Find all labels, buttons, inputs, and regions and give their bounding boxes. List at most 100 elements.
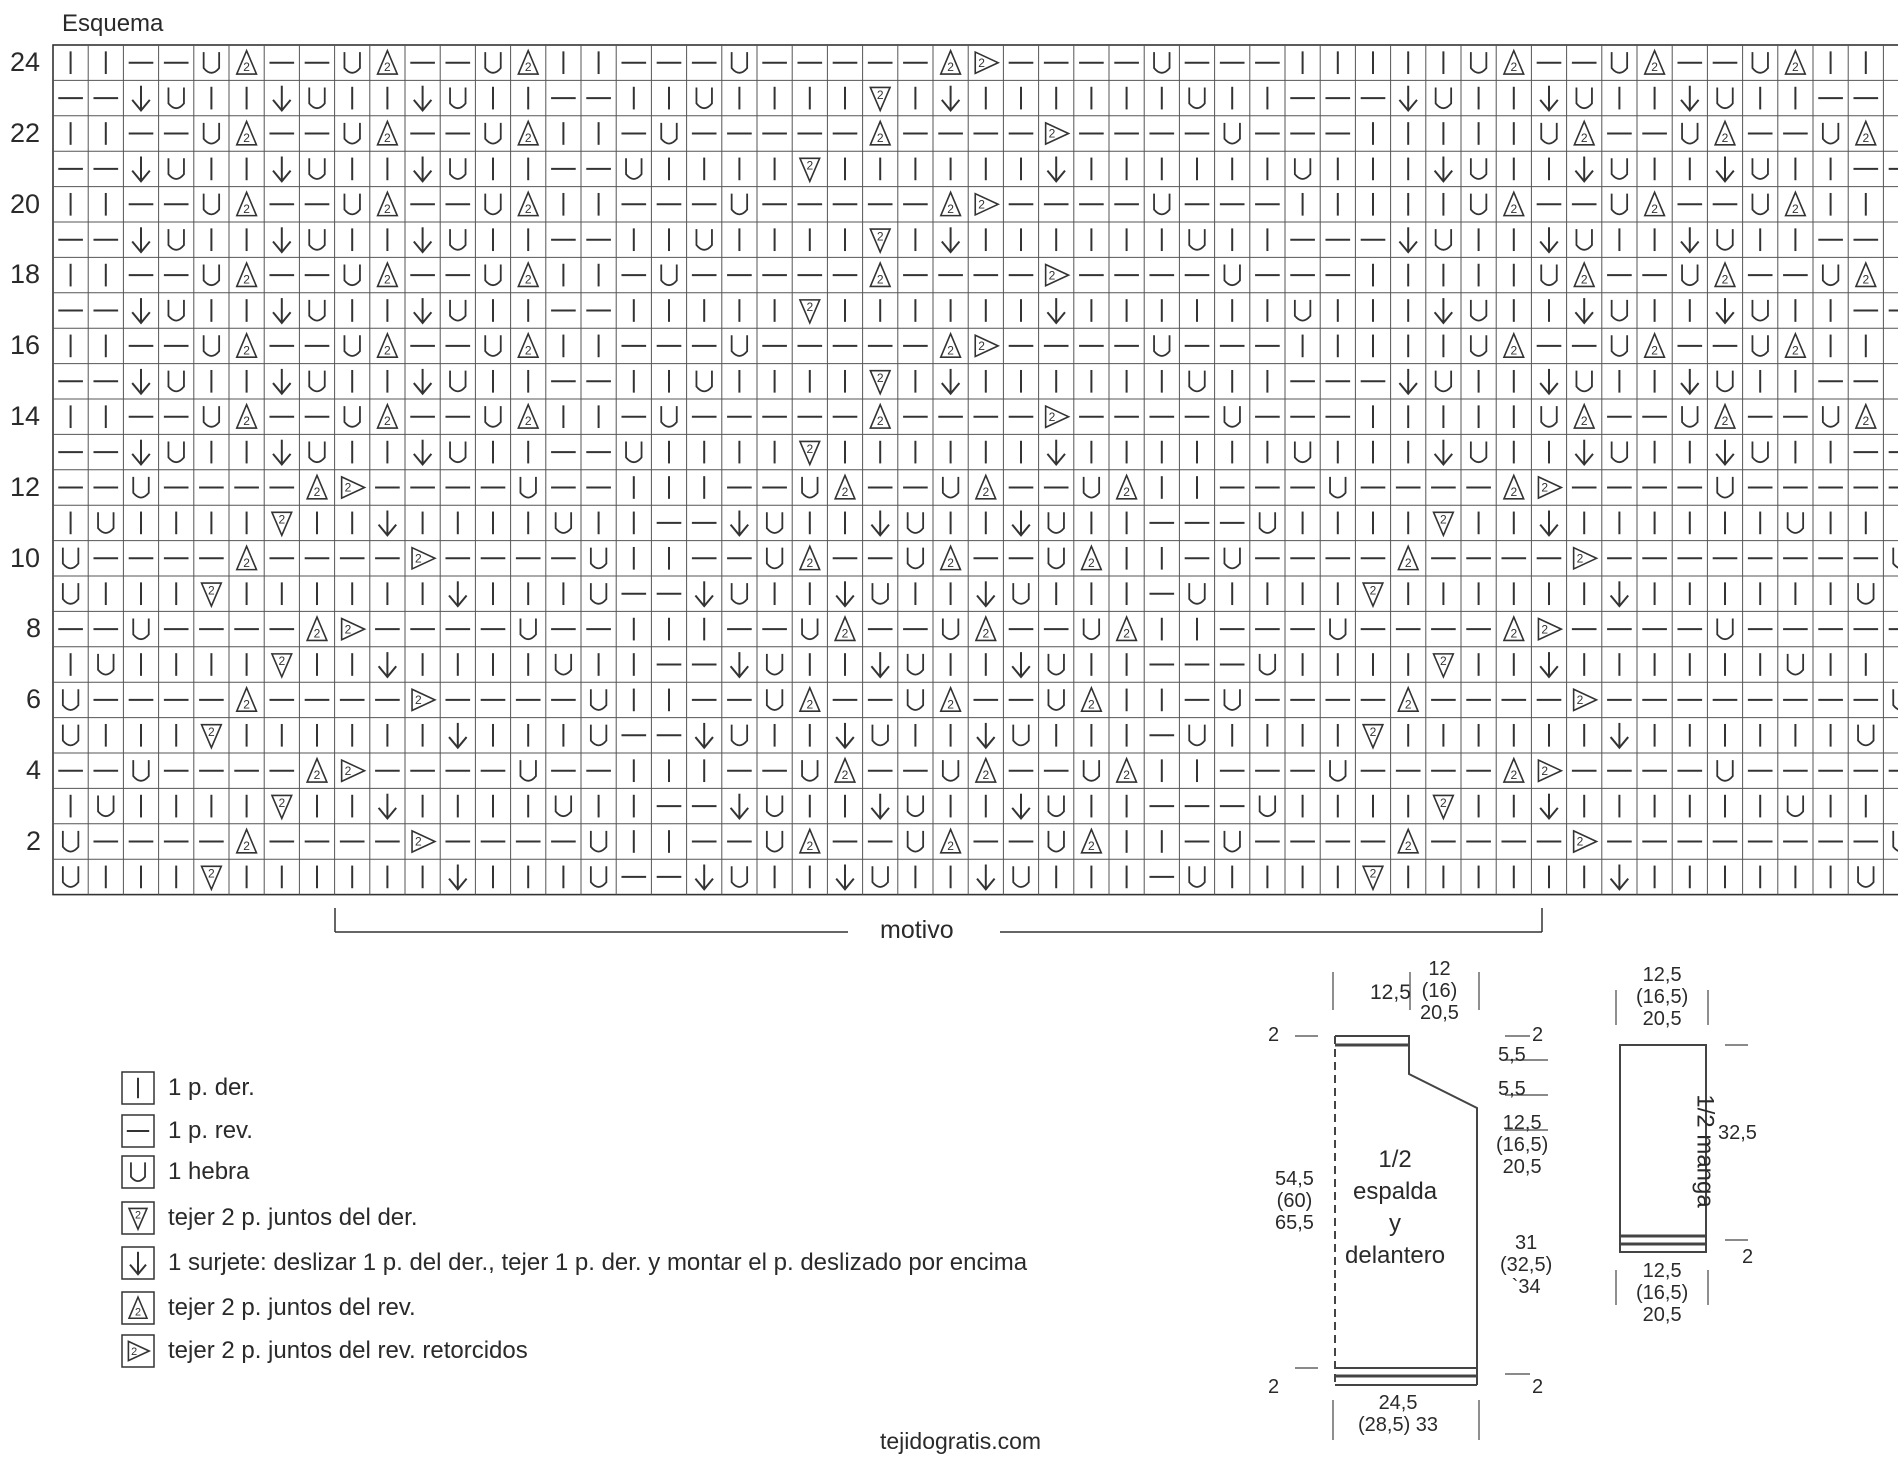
chart-cell: 2 bbox=[1502, 331, 1525, 359]
svg-text:2: 2 bbox=[208, 867, 215, 881]
chart-cell bbox=[449, 158, 467, 180]
chart-cell: 2 bbox=[1784, 48, 1807, 75]
chart-cell: 2 bbox=[1572, 829, 1599, 854]
chart-cell bbox=[1575, 87, 1593, 110]
chart-cell bbox=[1329, 760, 1347, 782]
svg-text:2: 2 bbox=[877, 229, 884, 243]
chart-cell bbox=[167, 158, 185, 180]
chart-cell bbox=[61, 583, 80, 605]
chart-cell bbox=[1047, 512, 1065, 534]
svg-text:2: 2 bbox=[806, 697, 813, 711]
chart-cell bbox=[1329, 476, 1347, 499]
chart-cell bbox=[413, 439, 433, 467]
svg-text:2: 2 bbox=[243, 202, 250, 216]
svg-text:2: 2 bbox=[947, 343, 954, 357]
chart-cell: 2 bbox=[1643, 190, 1666, 217]
legend-item: tejer 2 p. juntos del rev. bbox=[168, 1294, 416, 1321]
chart-cell: 2 bbox=[869, 402, 892, 429]
chart-cell: 2 bbox=[1397, 544, 1420, 571]
chart-cell bbox=[272, 85, 292, 113]
svg-text:2: 2 bbox=[982, 768, 989, 782]
chart-cell bbox=[377, 652, 397, 679]
chart-cell bbox=[1751, 52, 1769, 74]
chart-cell bbox=[870, 510, 890, 537]
chart-cell: 2 bbox=[1502, 615, 1525, 642]
sleeve-bottom-width: 12,5 (16,5) 20,5 bbox=[1636, 1260, 1689, 1326]
chart-cell: 2 bbox=[411, 829, 437, 854]
chart-cell bbox=[131, 227, 151, 254]
chart-cell bbox=[308, 87, 326, 110]
chart-cell bbox=[765, 653, 784, 676]
chart-cell: 2 bbox=[517, 190, 540, 217]
svg-text:2: 2 bbox=[415, 835, 422, 849]
chart-cell: 2 bbox=[1432, 653, 1455, 679]
chart-cell bbox=[519, 476, 537, 499]
svg-text:2: 2 bbox=[978, 339, 985, 353]
chart-cell: 2 bbox=[411, 546, 437, 571]
svg-text:2: 2 bbox=[1088, 556, 1095, 570]
svg-text:2: 2 bbox=[1405, 839, 1412, 853]
chart-cell: 2 bbox=[1115, 615, 1138, 642]
motivo-label: motivo bbox=[880, 916, 954, 944]
chart-cell bbox=[1398, 227, 1418, 254]
chart-cell: 2 bbox=[1080, 544, 1103, 571]
chart-cell bbox=[413, 298, 433, 325]
svg-text:2: 2 bbox=[278, 796, 285, 810]
chart-cell bbox=[625, 441, 643, 464]
chart-cell: 2 bbox=[1432, 511, 1455, 538]
svg-text:2: 2 bbox=[978, 56, 985, 70]
chart-cell: 2 bbox=[974, 473, 997, 500]
svg-text:2: 2 bbox=[1123, 768, 1130, 782]
chart-cell: 2 bbox=[833, 756, 857, 783]
chart-cell bbox=[1540, 406, 1558, 428]
chart-cell bbox=[1716, 229, 1734, 251]
svg-text:2: 2 bbox=[1722, 273, 1729, 287]
chart-cell bbox=[61, 866, 80, 888]
chart-cell: 2 bbox=[833, 615, 857, 642]
chart-cell bbox=[1011, 652, 1031, 679]
chart-cell bbox=[870, 793, 890, 821]
svg-text:2: 2 bbox=[947, 60, 954, 74]
svg-text:2: 2 bbox=[1510, 202, 1517, 216]
chart-cell bbox=[1610, 52, 1629, 74]
chart-cell bbox=[1047, 653, 1065, 676]
chart-cell bbox=[1082, 476, 1101, 499]
chart-cell bbox=[1433, 439, 1453, 467]
chart-cell bbox=[272, 298, 292, 325]
chart-cell bbox=[61, 830, 80, 853]
chart-cell: 2 bbox=[974, 334, 1001, 358]
chart-cell bbox=[1680, 368, 1700, 396]
chart-cell bbox=[1892, 689, 1898, 711]
chart-cell: 2 bbox=[939, 827, 962, 854]
chart-cell bbox=[272, 439, 292, 467]
chart-cell bbox=[906, 653, 925, 676]
chart-cell: 2 bbox=[939, 685, 962, 713]
chart-row: 2 bbox=[58, 368, 1879, 396]
chart-cell bbox=[1011, 510, 1031, 537]
svg-text:2: 2 bbox=[1088, 839, 1095, 853]
chart-cell: 2 bbox=[798, 440, 821, 467]
body-right-height: 31 (32,5) `34 bbox=[1500, 1232, 1553, 1298]
svg-text:2: 2 bbox=[525, 202, 532, 216]
neck-segment-2: 5,5 bbox=[1498, 1078, 1526, 1100]
chart-cell bbox=[695, 87, 713, 110]
svg-text:2: 2 bbox=[415, 552, 422, 566]
chart-cell bbox=[1012, 724, 1030, 747]
chart-cell: 2 bbox=[1572, 546, 1599, 571]
chart-cell bbox=[589, 547, 608, 570]
chart-cell: 2 bbox=[1643, 331, 1666, 359]
chart-cell bbox=[835, 581, 855, 608]
chart-cell bbox=[625, 158, 643, 180]
chart-cell bbox=[308, 229, 326, 251]
svg-text:2: 2 bbox=[1405, 697, 1412, 711]
chart-cell bbox=[1575, 370, 1593, 393]
chart-cell bbox=[730, 193, 749, 216]
chart-cell bbox=[589, 866, 608, 888]
chart-cell bbox=[941, 618, 960, 641]
svg-text:2: 2 bbox=[1651, 202, 1658, 216]
chart-cell bbox=[343, 193, 361, 216]
chart-cell: 2 bbox=[1713, 402, 1737, 429]
chart-cell bbox=[97, 653, 115, 676]
chart-cell bbox=[695, 229, 713, 251]
row-number-left: 8 bbox=[26, 613, 42, 644]
